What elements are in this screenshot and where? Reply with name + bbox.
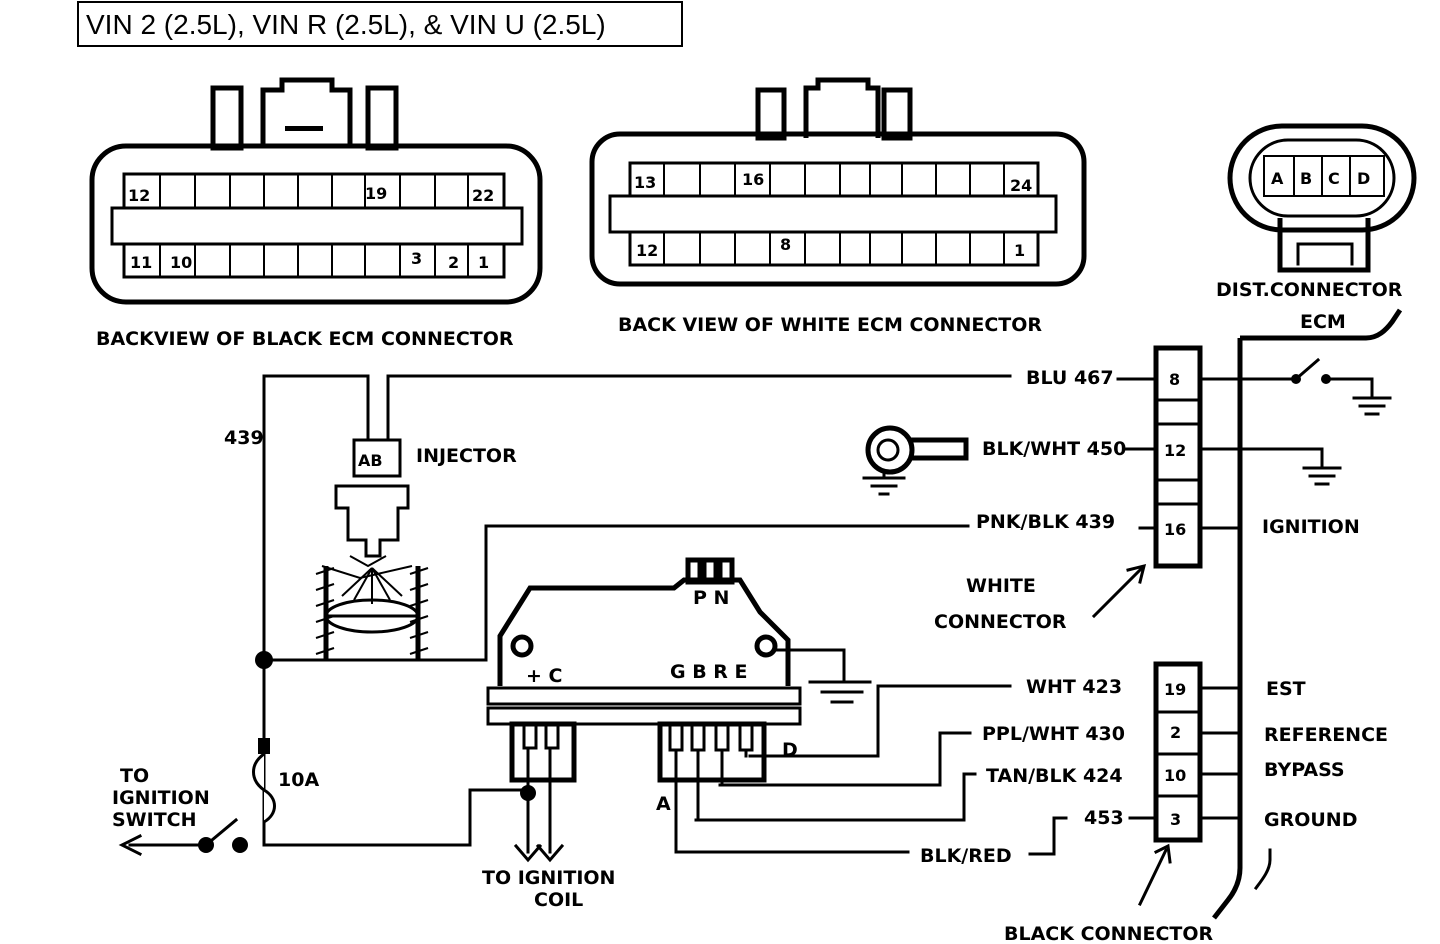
- black-harness-connector: 19 2 10 3 BLACK CONNECTOR: [1004, 661, 1214, 944]
- dist-pin-a: A: [1271, 169, 1284, 188]
- black-pin-10: 10: [170, 253, 192, 272]
- black-pin-3: 3: [411, 249, 422, 268]
- ground-eyelet: [862, 425, 969, 496]
- ignition-switch-label-line1: TO: [120, 765, 149, 787]
- wire-label-439: 439: [224, 427, 264, 449]
- ignition-coil-label-line1: TO IGNITION: [482, 867, 615, 889]
- white-pin-16: 16: [742, 170, 764, 189]
- ecm-label-reference: REFERENCE: [1264, 724, 1388, 746]
- module-gbre-label: G B R E: [670, 661, 748, 683]
- wire-label-pnk-blk-439: PNK/BLK 439: [976, 511, 1115, 533]
- ecm-box: ECM IGNITION EST REFERENCE BYPASS GROUND: [1212, 308, 1403, 920]
- ignition-coil-label-line2: COIL: [534, 889, 583, 911]
- white-terminal-16: 16: [1164, 520, 1186, 539]
- wire-label-blk-wht-450: BLK/WHT 450: [982, 438, 1126, 460]
- wire-label-ppl-wht-430: PPL/WHT 430: [982, 723, 1125, 745]
- module-pin-a: A: [656, 793, 671, 815]
- module-pn-label: P N: [693, 587, 729, 609]
- harness-wires: [255, 374, 1242, 856]
- white-terminal-12: 12: [1164, 441, 1186, 460]
- white-connector-label-line2: CONNECTOR: [934, 611, 1067, 633]
- black-pin-12: 12: [128, 186, 150, 205]
- white-ecm-connector-view: 13 16 24 12 8 1 BACK VIEW OF WHITE ECM C…: [589, 77, 1087, 336]
- ecm-label-ignition: IGNITION: [1262, 516, 1360, 538]
- wire-label-blk-red: BLK/RED: [920, 845, 1012, 867]
- ecm-label-bypass: BYPASS: [1264, 759, 1345, 781]
- white-pin-8: 8: [780, 235, 791, 254]
- black-terminal-2: 2: [1170, 723, 1181, 742]
- wire-label-wht-423: WHT 423: [1026, 676, 1122, 698]
- ignition-switch: TO IGNITION SWITCH: [112, 765, 248, 857]
- white-pin-13: 13: [634, 173, 656, 192]
- ignition-switch-label-line3: SWITCH: [112, 809, 197, 831]
- ecm-label: ECM: [1300, 311, 1346, 333]
- ecm-label-est: EST: [1266, 678, 1306, 700]
- module-plus-c-label: + C: [526, 665, 562, 687]
- black-ecm-connector-view: 12 19 22 11 10 3 2 1 BACKVIEW OF BLACK E…: [89, 77, 543, 350]
- white-connector-label-line1: WHITE: [966, 575, 1036, 597]
- fuse-10a: 10A: [252, 738, 319, 824]
- black-connector-label: BLACK CONNECTOR: [1004, 923, 1214, 944]
- injector-label: INJECTOR: [416, 445, 517, 467]
- fuse-label: 10A: [278, 769, 319, 791]
- ecm-label-ground: GROUND: [1264, 809, 1357, 831]
- black-pin-22: 22: [472, 186, 494, 205]
- black-pin-19: 19: [365, 184, 387, 203]
- dist-pin-d: D: [1357, 169, 1370, 188]
- ignition-module: P N + C G B R E A D: [486, 557, 872, 854]
- white-pin-12: 12: [636, 241, 658, 260]
- white-connector-caption: BACK VIEW OF WHITE ECM CONNECTOR: [618, 314, 1042, 336]
- title: VIN 2 (2.5L), VIN R (2.5L), & VIN U (2.5…: [86, 9, 606, 40]
- wire-label-tan-blk-424: TAN/BLK 424: [986, 765, 1123, 787]
- black-pin-11: 11: [130, 253, 152, 272]
- injector: AB INJECTOR: [315, 438, 517, 660]
- module-pin-d: D: [782, 739, 798, 761]
- black-terminal-3: 3: [1170, 810, 1181, 829]
- white-harness-connector: 8 12 16 WHITE CONNECTOR: [934, 345, 1203, 633]
- distributor-connector-view: A B C D DIST.CONNECTOR: [1216, 123, 1417, 301]
- black-pin-1: 1: [478, 253, 489, 272]
- dist-pin-b: B: [1300, 169, 1312, 188]
- white-pin-24: 24: [1010, 176, 1032, 195]
- black-pin-2: 2: [448, 253, 459, 272]
- title-box: VIN 2 (2.5L), VIN R (2.5L), & VIN U (2.5…: [77, 1, 683, 47]
- black-terminal-10: 10: [1164, 766, 1186, 785]
- dist-connector-caption: DIST.CONNECTOR: [1216, 279, 1403, 301]
- injector-pins: AB: [358, 451, 383, 470]
- ignition-switch-label-line2: IGNITION: [112, 787, 210, 809]
- dist-pin-c: C: [1328, 169, 1340, 188]
- white-pin-1: 1: [1014, 241, 1025, 260]
- black-connector-caption: BACKVIEW OF BLACK ECM CONNECTOR: [96, 328, 514, 350]
- ignition-coil-feed: TO IGNITION COIL: [482, 746, 615, 911]
- wire-label-blu-467: BLU 467: [1026, 367, 1114, 389]
- white-terminal-8: 8: [1169, 370, 1180, 389]
- wire-label-453: 453: [1084, 807, 1124, 829]
- black-terminal-19: 19: [1164, 680, 1186, 699]
